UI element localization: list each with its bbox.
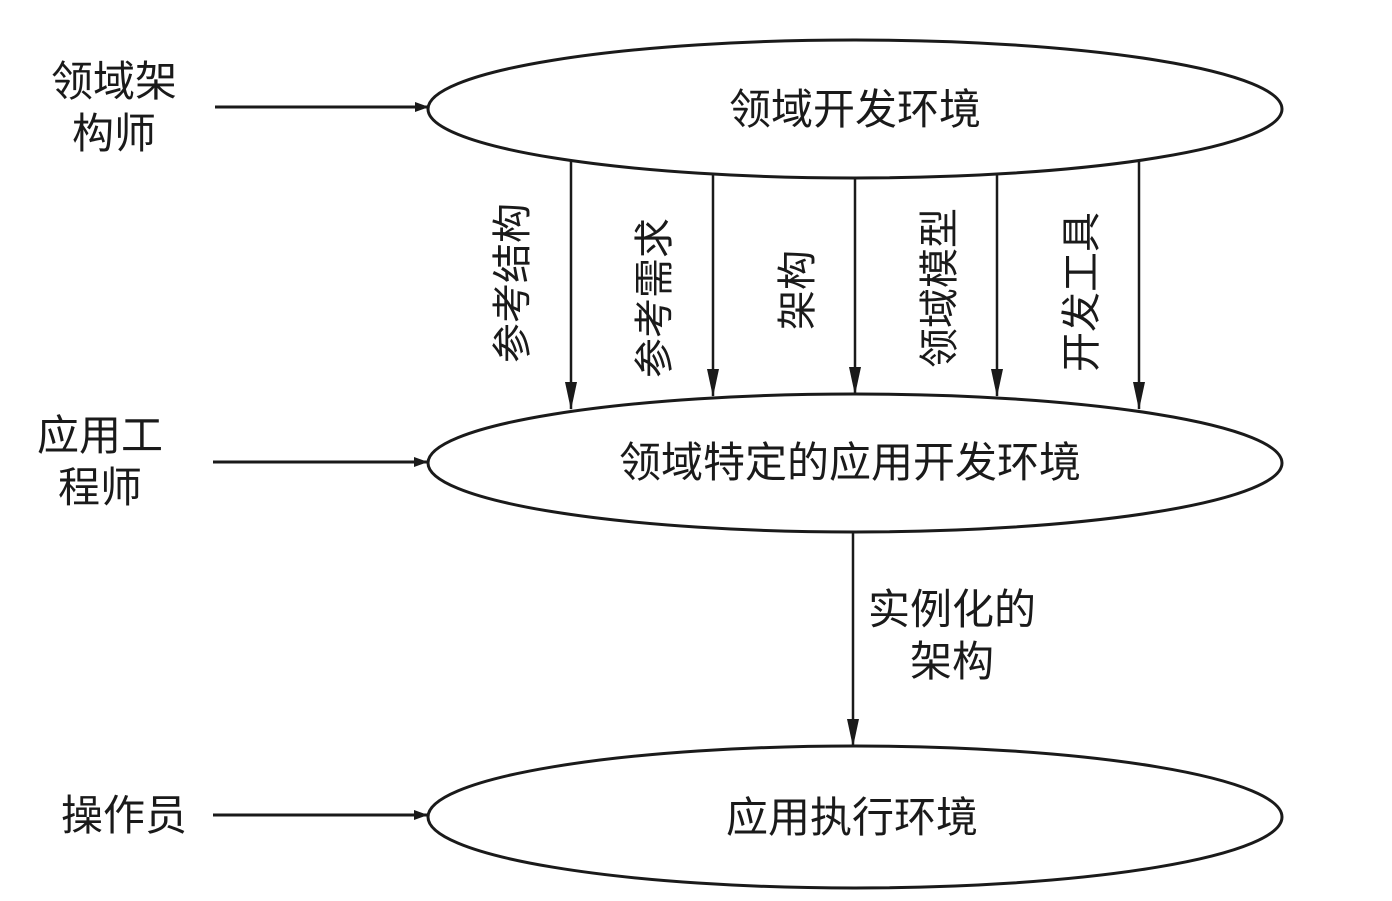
actor-domain-architect-line2: 构师 — [71, 109, 156, 158]
output-instantiated-architecture: 实例化的 架构 — [862, 584, 1042, 688]
output-reference-structure: 参考结构 — [490, 203, 536, 363]
actor-operator: 操作员 — [54, 790, 194, 842]
output-dev-tools: 开发工具 — [1059, 212, 1105, 372]
env-app-exec-env-label: 应用执行环境 — [725, 793, 979, 842]
env-domain-specific-app-dev-env-label: 领域特定的应用开发环境 — [618, 438, 1082, 487]
env-domain-dev-env-label: 领域开发环境 — [728, 85, 982, 134]
actor-application-engineer-line2: 程师 — [57, 463, 142, 512]
output-architecture: 架构 — [775, 250, 821, 330]
output-instantiated-architecture-line2: 架构 — [909, 637, 994, 686]
actor-application-engineer: 应用工 程师 — [30, 410, 170, 514]
actor-application-engineer-line1: 应用工 — [36, 411, 163, 460]
output-instantiated-architecture-line1: 实例化的 — [867, 585, 1036, 634]
actor-domain-architect-line1: 领域架 — [50, 57, 177, 106]
actor-operator-line1: 操作员 — [60, 791, 187, 840]
output-domain-model: 领域模型 — [917, 208, 963, 368]
actor-domain-architect: 领域架 构师 — [44, 56, 184, 160]
output-reference-requirements: 参考需求 — [632, 218, 678, 378]
